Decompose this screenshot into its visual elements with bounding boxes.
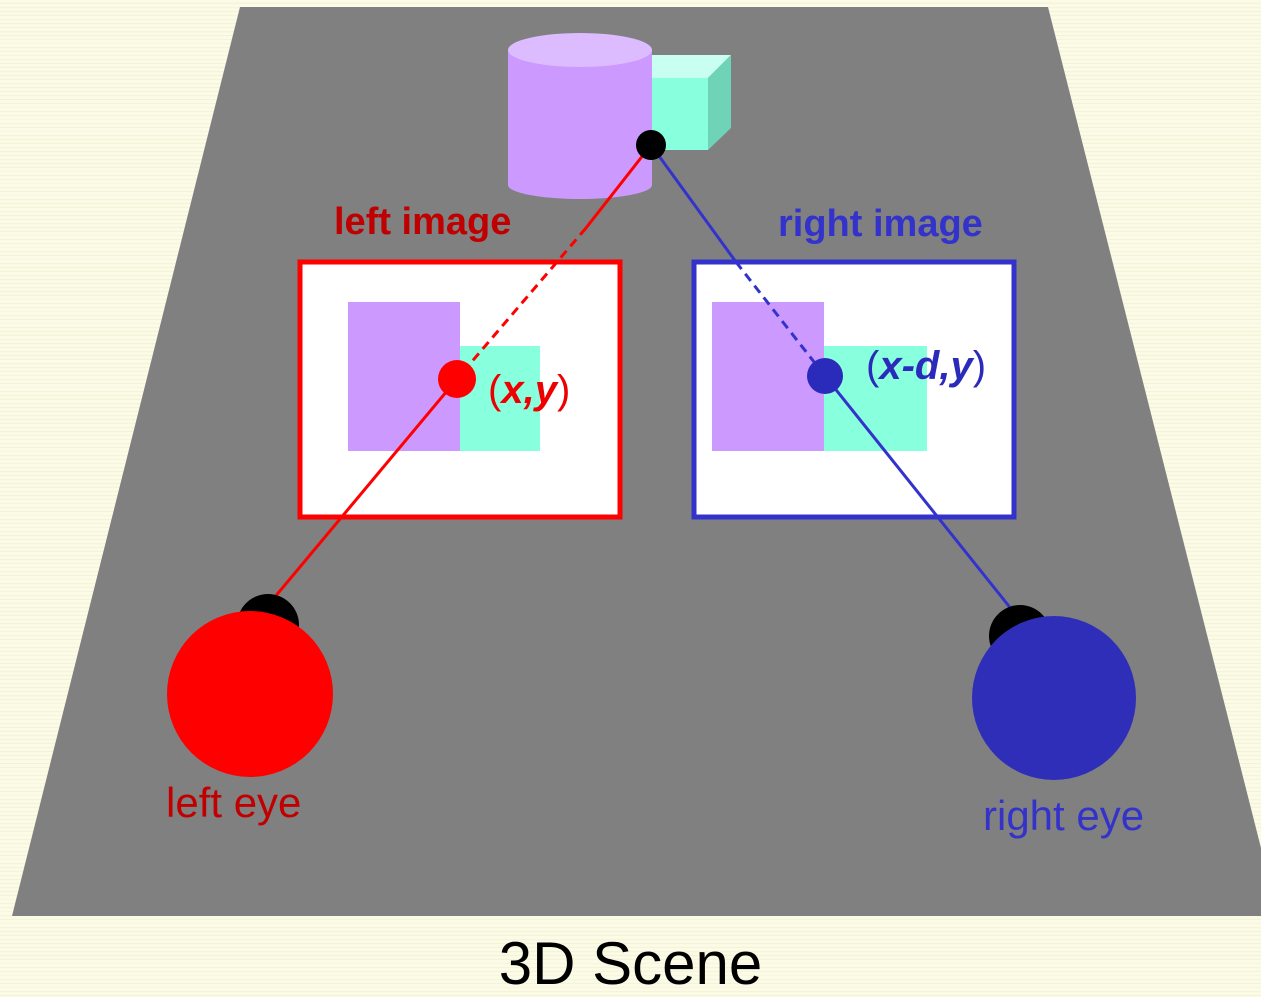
left-image-point: [438, 360, 476, 398]
right-image-point: [807, 358, 843, 394]
cylinder-shape: [508, 33, 652, 199]
left-point-label: (x,y): [488, 370, 570, 410]
right-point-label: (x-d,y): [866, 346, 986, 386]
right-image-frame: [691, 259, 1017, 520]
left-point-close-paren: ): [556, 368, 571, 412]
left-point-open-paren: (: [488, 368, 502, 412]
right-point-y: y: [950, 344, 973, 388]
left-eye-icon: [167, 594, 333, 777]
right-point-expr: x-d: [879, 344, 940, 388]
left-image-frame: [297, 259, 623, 520]
left-ray: [262, 144, 653, 611]
left-cube-projection: [460, 346, 540, 451]
right-eye-icon: [972, 605, 1136, 780]
left-image-title: left image: [334, 201, 512, 243]
right-point-close-paren: ): [972, 344, 987, 388]
scene-point-marker: [636, 130, 666, 160]
right-ray: [649, 144, 1022, 621]
right-eye-label: right eye: [983, 792, 1145, 839]
left-point-comma: ,: [523, 368, 535, 412]
scene-caption: 3D Scene: [498, 930, 763, 997]
cube-shape: [652, 55, 731, 150]
left-point-y: y: [534, 368, 557, 412]
right-point-open-paren: (: [866, 344, 880, 388]
left-point-x: x: [501, 368, 524, 412]
left-eye-label: left eye: [166, 779, 302, 826]
right-point-comma: ,: [939, 344, 951, 388]
right-image-title: right image: [778, 203, 983, 245]
right-cylinder-projection: [712, 302, 824, 451]
